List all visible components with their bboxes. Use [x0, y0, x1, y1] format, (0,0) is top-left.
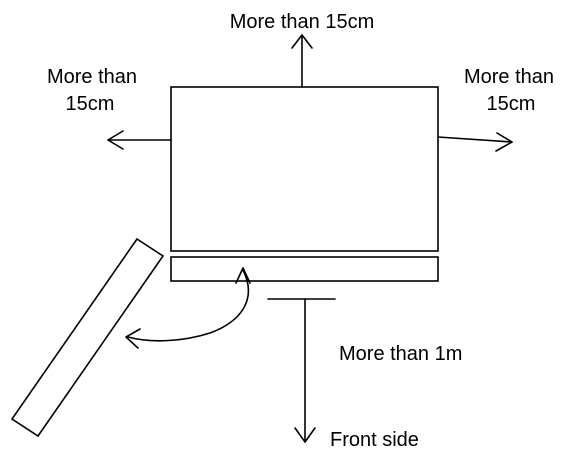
front-side-label: Front side: [330, 429, 419, 451]
right-clearance-arrow: [437, 132, 513, 152]
front-clearance-arrow: [267, 298, 336, 443]
unit-body: [170, 86, 439, 252]
door-swing-arrow: [125, 267, 251, 349]
top-clearance-arrow: [291, 34, 313, 88]
left-clearance-label-line1: More than: [47, 66, 137, 88]
front-panel: [170, 256, 439, 282]
open-door: [10, 237, 165, 438]
top-clearance-label: More than 15cm: [230, 11, 375, 33]
right-clearance-label-line1: More than: [464, 66, 554, 88]
left-clearance-arrow: [107, 130, 172, 150]
right-clearance-label-line2: 15cm: [487, 93, 536, 115]
left-clearance-label-line2: 15cm: [66, 93, 115, 115]
front-distance-label: More than 1m: [339, 343, 462, 365]
